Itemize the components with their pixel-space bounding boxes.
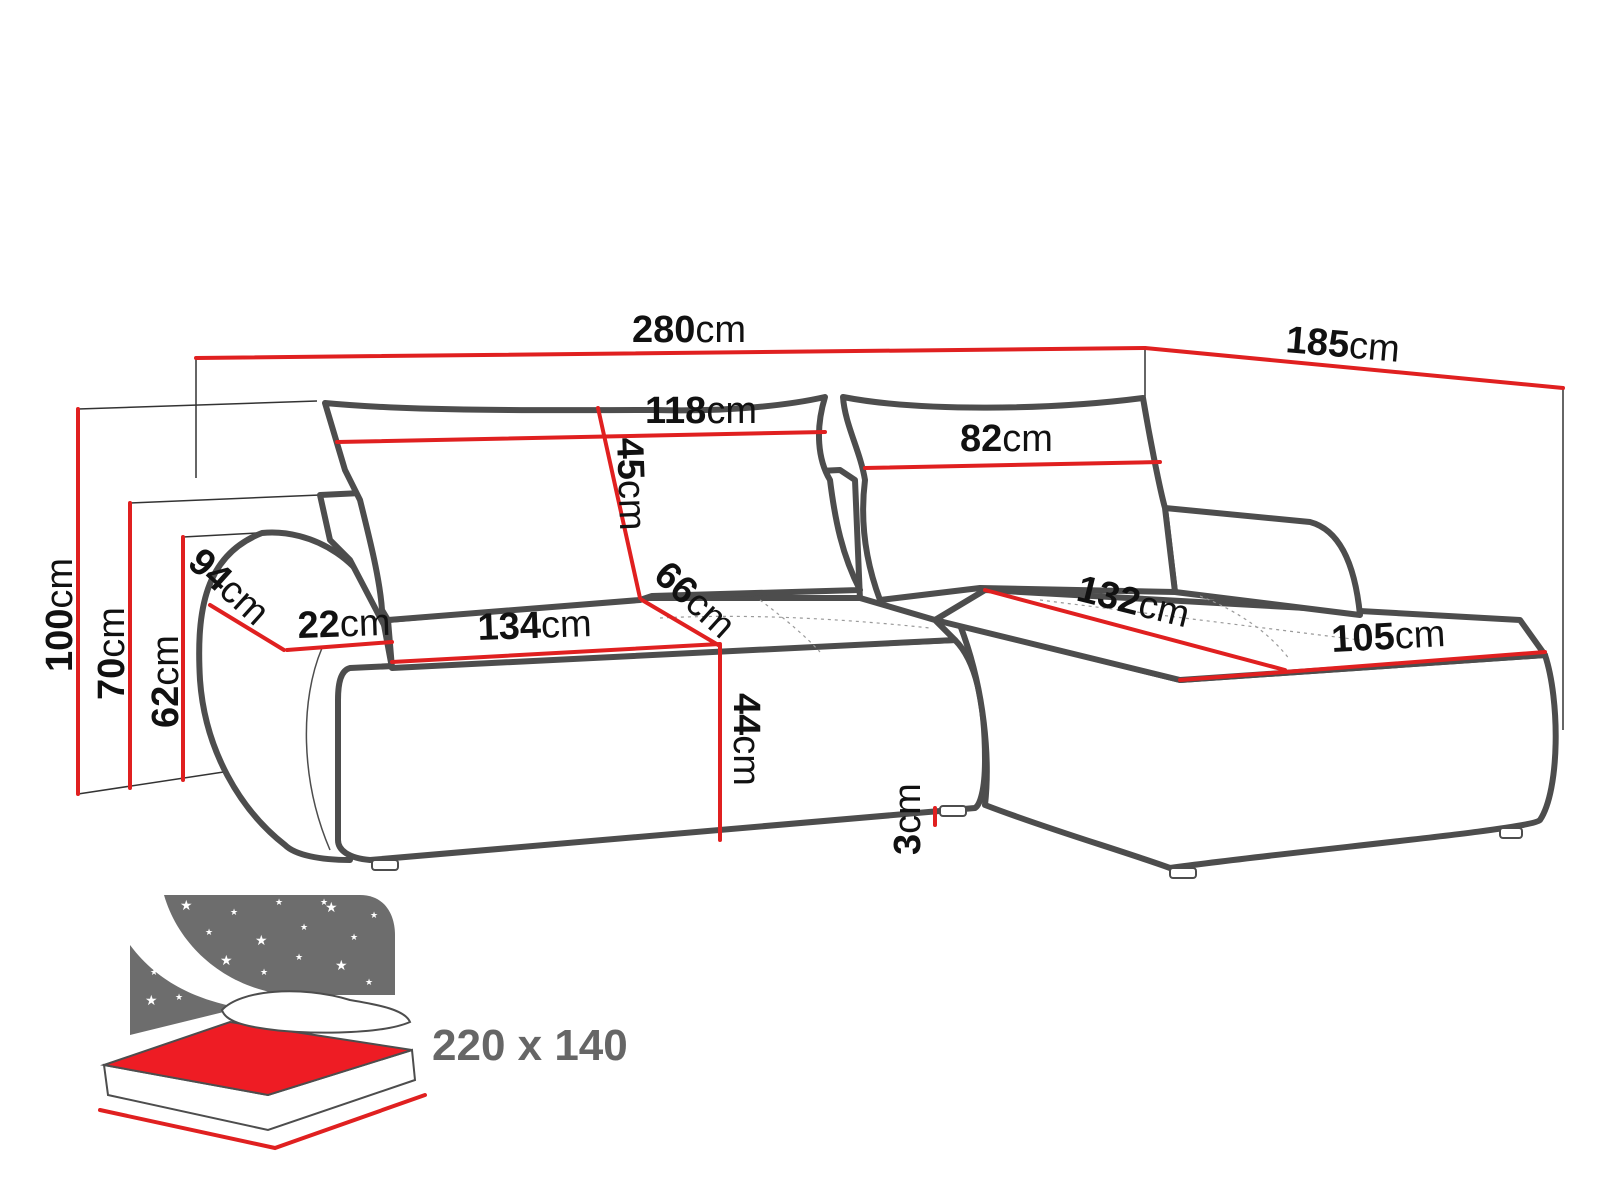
armrest-height-value: 62 bbox=[145, 686, 187, 728]
cushion-height-unit: cm bbox=[609, 479, 653, 531]
depth-dimension-line bbox=[208, 603, 286, 652]
foot-front-left bbox=[371, 859, 399, 871]
chaise-width-unit: cm bbox=[1394, 613, 1447, 658]
cushion-left-width-value: 118 bbox=[645, 390, 706, 432]
chaise-width-value: 105 bbox=[1330, 616, 1396, 661]
armrest-width-dimension-line bbox=[285, 640, 394, 652]
star-icon: ★ bbox=[180, 898, 193, 914]
chaise-width-dimension-line bbox=[1178, 650, 1547, 682]
total-height-label: 100cm bbox=[39, 558, 81, 672]
seat-depth-dimension-line bbox=[640, 598, 722, 648]
armrest-width-unit: cm bbox=[339, 602, 391, 646]
chaise-length-value: 185 bbox=[1284, 319, 1351, 366]
chaise-length-unit: cm bbox=[1347, 325, 1401, 371]
star-icon: ★ bbox=[220, 953, 233, 969]
star-icon: ★ bbox=[325, 900, 338, 916]
seat-height-unit: cm bbox=[725, 735, 767, 786]
star-icon: ★ bbox=[255, 933, 268, 949]
night-sky-icon bbox=[164, 895, 395, 995]
star-icon: ★ bbox=[150, 968, 158, 978]
bed-surface bbox=[100, 1020, 413, 1097]
star-icon: ★ bbox=[145, 993, 158, 1009]
total-height-unit: cm bbox=[39, 558, 81, 609]
seat-width-value: 134 bbox=[477, 605, 542, 649]
star-icon: ★ bbox=[260, 968, 268, 978]
stars-icon: ★★★★★★★★★★★★★★★★★★ bbox=[145, 898, 378, 1009]
chaise-seat-length-dimension-line bbox=[983, 588, 1287, 672]
cushion-right-width-dimension-line bbox=[863, 460, 1162, 470]
back-cushion-left bbox=[322, 394, 863, 623]
seat-height-value: 44 bbox=[725, 693, 767, 735]
bed-length-arrow bbox=[98, 1093, 427, 1151]
pillow-icon bbox=[220, 990, 412, 1034]
cushion-right-width-label: 82cm bbox=[960, 418, 1053, 460]
chaise-seat bbox=[932, 587, 1548, 683]
cushion-right-width-unit: cm bbox=[1002, 418, 1053, 460]
chaise-backrest bbox=[1162, 505, 1363, 618]
chaise-length-label: 185cm bbox=[1284, 319, 1401, 371]
bed-function-legend: ★★★★★★★★★★★★★★★★★★ 220 x 140 bbox=[98, 895, 628, 1151]
total-width-label: 280cm bbox=[632, 309, 746, 351]
cushion-left-width-dimension-line bbox=[335, 430, 827, 444]
star-icon: ★ bbox=[335, 958, 348, 974]
armrest-width-label: 22cm bbox=[297, 602, 391, 647]
backrest-height-value: 70 bbox=[91, 658, 133, 700]
star-icon: ★ bbox=[300, 923, 308, 933]
chaise-length-dimension-line bbox=[1143, 346, 1565, 390]
leg-height-unit: cm bbox=[887, 783, 929, 834]
seat-width-dimension-line bbox=[390, 642, 722, 664]
star-icon: ★ bbox=[370, 911, 378, 921]
dimension-lines bbox=[76, 346, 1565, 842]
night-sky-icon-lower bbox=[130, 945, 240, 1035]
total-width-value: 280 bbox=[632, 309, 695, 351]
cushion-left-width-unit: cm bbox=[706, 390, 757, 432]
cushion-height-dimension-line bbox=[596, 406, 642, 600]
star-icon: ★ bbox=[295, 953, 303, 963]
reference-lines bbox=[77, 348, 1564, 795]
seat-width-unit: cm bbox=[540, 603, 592, 647]
star-icon: ★ bbox=[205, 928, 213, 938]
seat-width-label: 134cm bbox=[477, 603, 592, 649]
cushion-height-label: 45cm bbox=[608, 437, 653, 531]
back-cushion-right bbox=[840, 394, 1178, 603]
foot-front-middle bbox=[939, 805, 967, 817]
leg-height-value: 3 bbox=[887, 834, 929, 855]
total-width-unit: cm bbox=[695, 309, 746, 351]
star-icon: ★ bbox=[230, 908, 238, 918]
cushion-height-value: 45 bbox=[608, 437, 651, 481]
armrest-height-label: 62cm bbox=[145, 635, 187, 728]
star-icon: ★ bbox=[175, 993, 183, 1003]
total-height-value: 100 bbox=[39, 609, 81, 672]
backrest-height-unit: cm bbox=[91, 607, 133, 658]
leg-height-label: 3cm bbox=[887, 783, 929, 855]
chaise-width-label: 105cm bbox=[1330, 613, 1446, 661]
star-icon: ★ bbox=[320, 898, 328, 908]
foot-chaise-back bbox=[1499, 827, 1523, 839]
armrest-height-unit: cm bbox=[145, 635, 187, 686]
armrest-width-value: 22 bbox=[297, 604, 341, 647]
backrest-height-label: 70cm bbox=[91, 607, 133, 700]
star-icon: ★ bbox=[350, 933, 358, 943]
total-width-dimension-line bbox=[194, 346, 1147, 360]
star-icon: ★ bbox=[365, 978, 373, 988]
cushion-right-width-value: 82 bbox=[960, 418, 1002, 460]
foot-chaise-front bbox=[1169, 867, 1197, 879]
corner-sofa-drawing bbox=[196, 394, 1559, 879]
cushion-left-width-label: 118cm bbox=[645, 390, 757, 432]
seat-height-label: 44cm bbox=[725, 693, 767, 786]
bed-size-label: 220 x 140 bbox=[432, 1021, 628, 1070]
chaise-module bbox=[957, 622, 1559, 871]
star-icon: ★ bbox=[275, 898, 283, 908]
